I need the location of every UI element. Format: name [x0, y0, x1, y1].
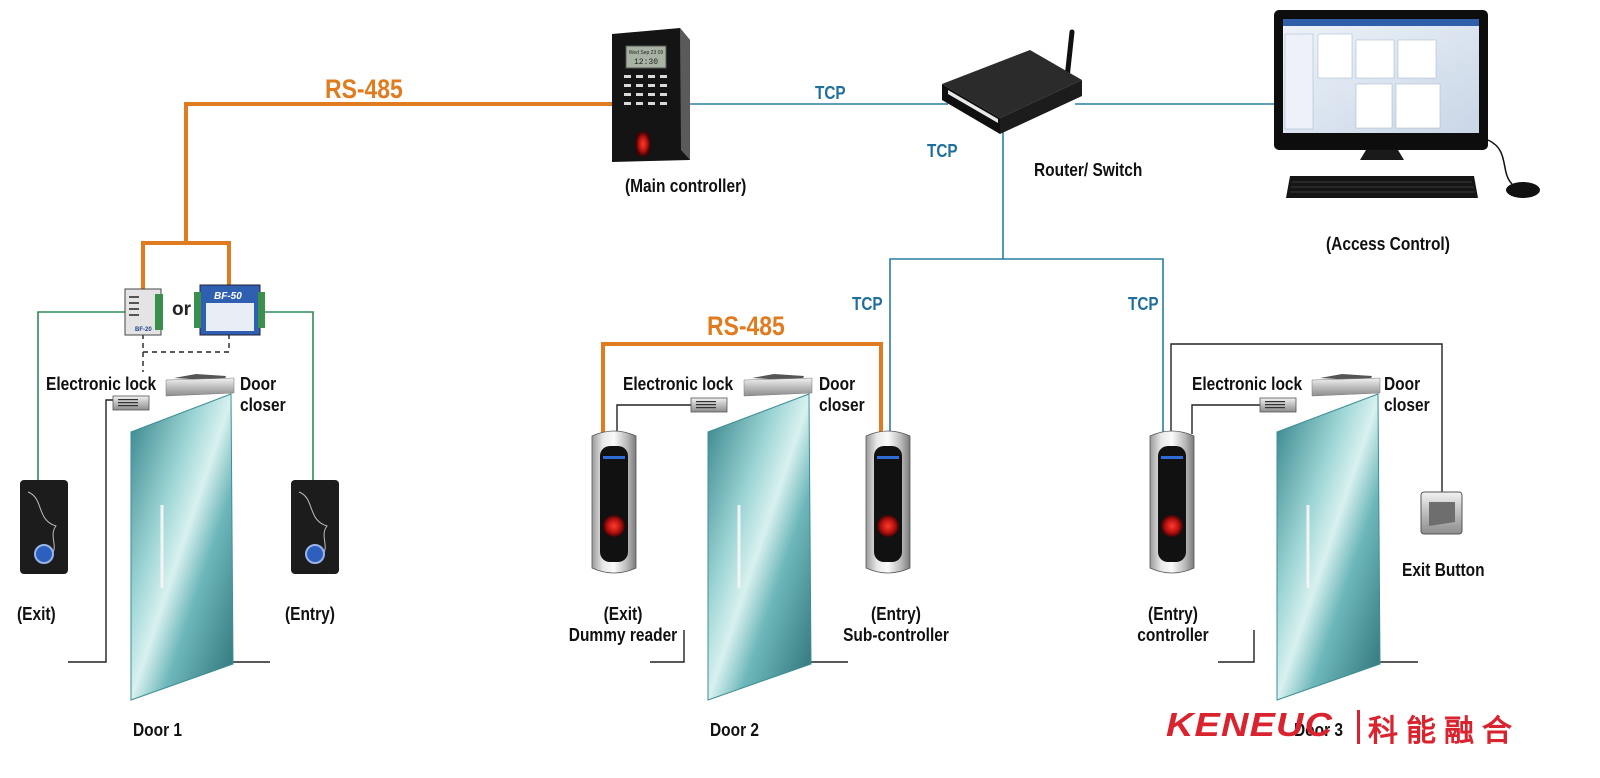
access-control-computer[interactable] — [1274, 10, 1540, 198]
door2-name-label: Door 2 — [710, 720, 760, 740]
door1-assembly — [112, 374, 235, 701]
screen-panel-4 — [1355, 83, 1393, 129]
screen-sidebar — [1284, 33, 1314, 130]
door1-door-closer-label: Door closer — [240, 374, 286, 415]
router-switch-device[interactable] — [942, 29, 1082, 134]
rs485-bus-top — [141, 102, 612, 289]
tcp-label-main: TCP — [815, 83, 846, 103]
bf20-label: BF-20 — [135, 327, 152, 333]
rs485-label-top: RS-485 — [325, 74, 403, 104]
door3-exit-button[interactable] — [1420, 491, 1463, 535]
door1-exit-label: (Exit) — [17, 604, 56, 624]
tcp-label-router: TCP — [927, 141, 958, 161]
access-control-label: (Access Control) — [1326, 234, 1450, 254]
door2-entry-label: (Entry) Sub-controller — [843, 604, 949, 645]
tcp-links — [690, 103, 1285, 434]
door3-entry-controller[interactable] — [1149, 430, 1195, 574]
controller-lcd-time: 12:30 — [634, 58, 658, 67]
door3-door-closer-label: Door closer — [1384, 374, 1430, 415]
door1-entry-reader[interactable] — [291, 480, 339, 574]
door2-assembly — [690, 374, 813, 701]
controller-lcd-screen — [625, 45, 667, 69]
door1-exit-reader[interactable] — [20, 480, 68, 574]
bf50-label: BF-50 — [214, 291, 242, 302]
keneuc-logo-cjk: 科能融合 — [1368, 714, 1520, 749]
door2-entry-sub-controller[interactable] — [865, 430, 911, 574]
lock-wiring — [68, 343, 1443, 663]
door2-electronic-lock-label: Electronic lock — [623, 374, 734, 394]
controller-lcd-text: Wed Sep 23 09 — [629, 50, 664, 56]
converter-dashed-link — [142, 334, 230, 372]
keneuc-logo-latin: KENEUC — [1166, 706, 1334, 743]
screen-panel-5 — [1395, 83, 1441, 129]
door3-glass-panel — [1276, 393, 1381, 701]
mouse — [1506, 182, 1540, 198]
logo-divider — [1357, 710, 1360, 744]
door1-electronic-lock-label: Electronic lock — [46, 374, 157, 394]
door3-entry-label: (Entry) controller — [1137, 604, 1209, 645]
bf50-converter[interactable]: BF-50 — [194, 284, 265, 336]
door3-assembly — [1259, 374, 1381, 701]
door1-entry-label: (Entry) — [285, 604, 335, 624]
main-controller-device[interactable]: Wed Sep 23 09 12:30 — [612, 28, 690, 162]
reader-wiring-door1 — [37, 311, 314, 482]
screen-panel-1 — [1317, 33, 1353, 79]
rs485-label-door2: RS-485 — [707, 311, 785, 341]
door2-glass-panel — [707, 393, 812, 701]
door2-closer — [743, 377, 813, 397]
door1-glass-panel — [130, 393, 234, 701]
mouse-cable — [1487, 139, 1513, 185]
door3-electronic-lock-label: Electronic lock — [1192, 374, 1303, 394]
monitor-stand — [1360, 150, 1404, 160]
bf20-converter[interactable]: BF-20 — [124, 288, 163, 336]
tcp-label-door3: TCP — [1128, 294, 1159, 314]
door2-door-closer-label: Door closer — [819, 374, 865, 415]
router-switch-label: Router/ Switch — [1034, 160, 1143, 180]
screen-panel-3 — [1397, 39, 1437, 79]
screen-titlebar — [1283, 19, 1479, 26]
door3-closer — [1311, 377, 1381, 397]
main-controller-label: (Main controller) — [625, 176, 747, 196]
door3-exit-button-label: Exit Button — [1402, 560, 1485, 580]
tcp-label-door2: TCP — [852, 294, 883, 314]
controller-fingerprint-sensor — [636, 132, 650, 156]
door1-closer — [165, 377, 235, 397]
router-antenna — [1064, 29, 1075, 81]
controller-keypad — [624, 75, 667, 105]
door1-name-label: Door 1 — [133, 720, 183, 740]
keyboard-keys — [1290, 181, 1475, 193]
door3-name-label: Door 3 — [1294, 720, 1344, 740]
door2-exit-label: (Exit) Dummy reader — [568, 604, 678, 645]
door2-exit-dummy-reader[interactable] — [591, 430, 637, 574]
or-label: or — [172, 299, 191, 320]
rs485-bus-door2 — [601, 342, 883, 434]
screen-panel-2 — [1355, 39, 1395, 79]
